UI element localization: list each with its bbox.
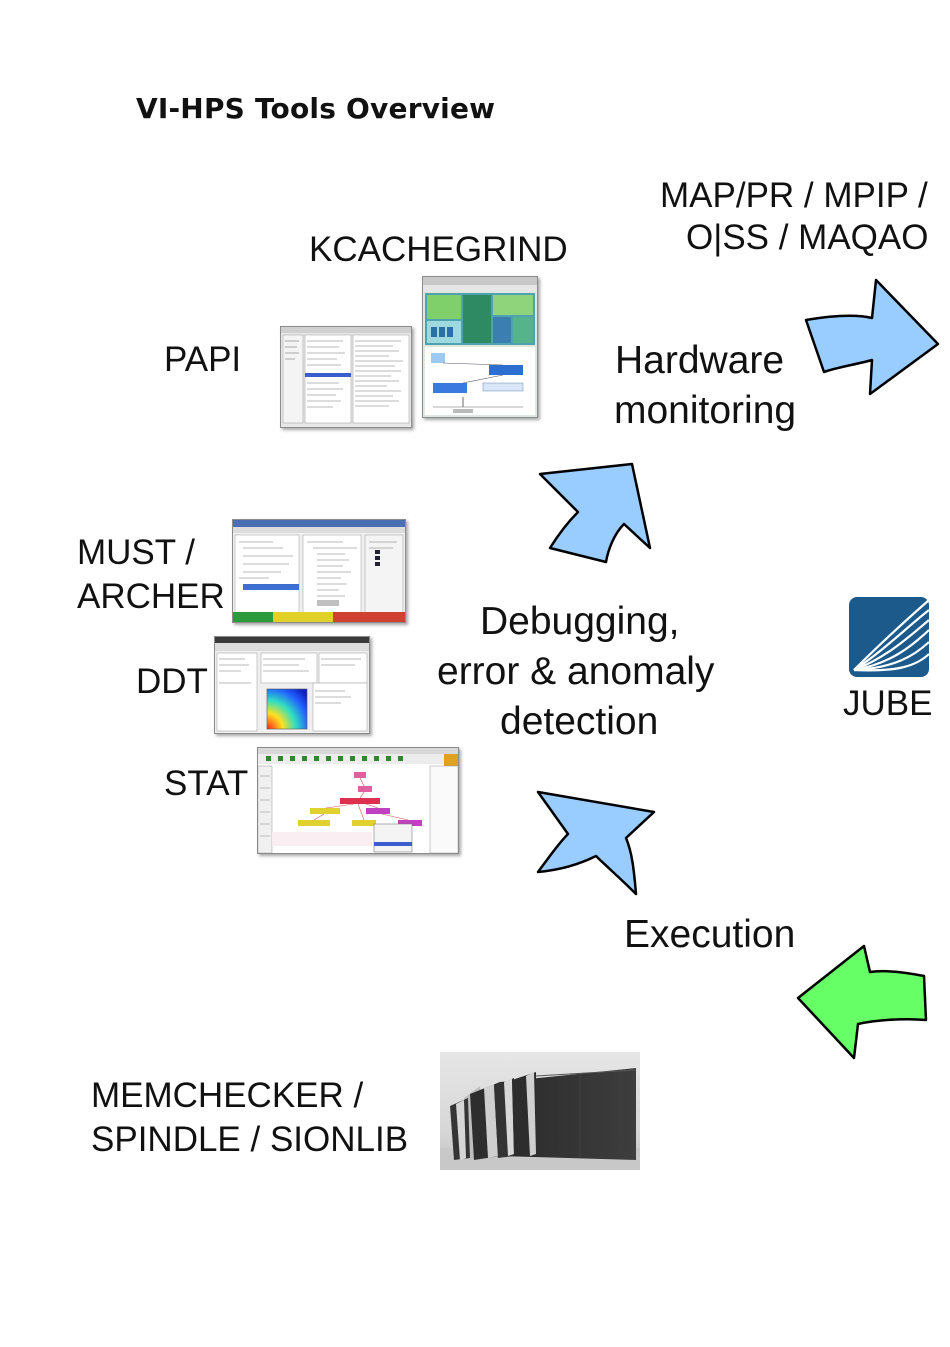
execution-label: Execution [624, 913, 796, 956]
must-screenshot [232, 519, 406, 623]
error-anomaly-label: error & anomaly [437, 650, 715, 693]
page-title: VI-HPS Tools Overview [136, 92, 496, 125]
supercomputer-photo [440, 1052, 640, 1170]
papi-label: PAPI [164, 340, 242, 379]
hardware-monitoring-arrow-icon [804, 278, 940, 396]
jube-label: JUBE [843, 684, 933, 723]
ddt-label: DDT [136, 662, 208, 701]
stat-label: STAT [164, 764, 249, 803]
debugging-up-arrow-icon [538, 462, 652, 564]
execution-green-arrow-icon [796, 944, 928, 1060]
papi-screenshot [280, 326, 412, 428]
debugging-label: Debugging, [480, 600, 680, 643]
kcachegrind-screenshot [422, 276, 538, 418]
memchecker-label: MEMCHECKER / [91, 1076, 364, 1115]
detection-label: detection [500, 700, 659, 743]
execution-up-arrow-icon [536, 790, 656, 896]
must-label: MUST / [77, 533, 195, 572]
archer-label: ARCHER [77, 577, 225, 616]
jube-logo-icon [849, 597, 930, 677]
kcachegrind-label: KCACHEGRIND [309, 230, 568, 269]
oss-maqao-label: O|SS / MAQAO [686, 218, 929, 257]
spindle-sionlib-label: SPINDLE / SIONLIB [91, 1120, 409, 1159]
stat-screenshot [257, 747, 459, 854]
ddt-screenshot [214, 636, 370, 734]
map-pr-mpip-label: MAP/PR / MPIP / [660, 176, 928, 215]
hardware-monitoring-label: Hardware [615, 339, 785, 382]
hardware-monitoring-label-2: monitoring [614, 389, 797, 432]
